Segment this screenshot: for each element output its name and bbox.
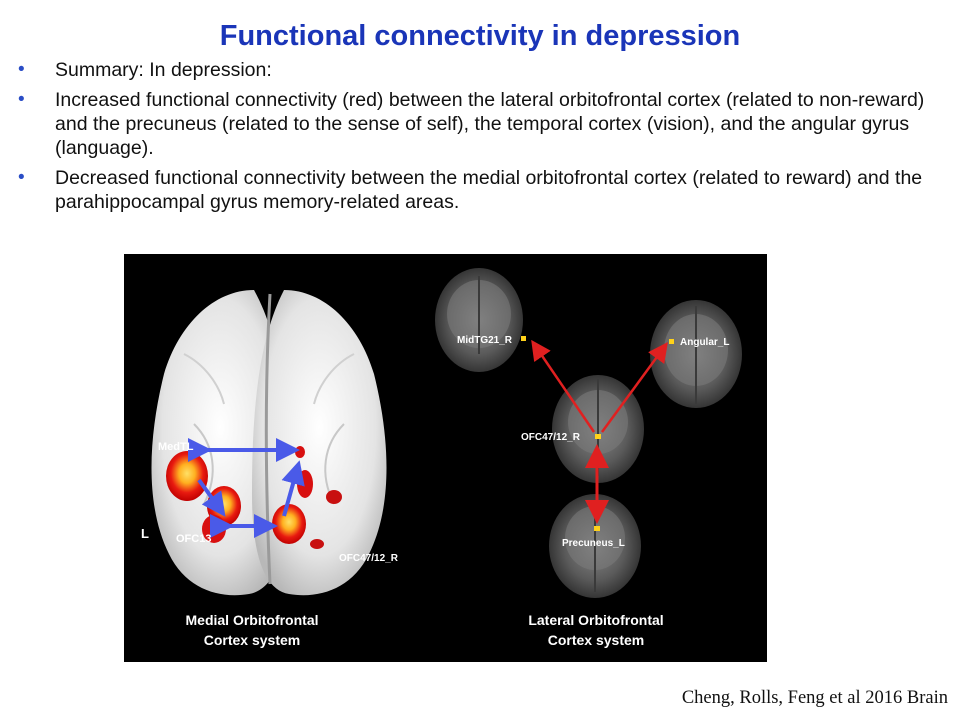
coronal-slice-angular	[650, 300, 742, 408]
label-ofc13: OFC13	[176, 533, 211, 545]
bullet-marker: •	[18, 89, 25, 110]
citation: Cheng, Rolls, Feng et al 2016 Brain	[681, 688, 948, 708]
label-midtg21: MidTG21_R	[457, 335, 513, 346]
connectivity-figure: MedTL OFC13 OFC47/12_R L Medial Orbitofr…	[124, 254, 767, 662]
caption-medial-line1: Medial Orbitofrontal	[186, 612, 319, 628]
bullet-list: • Summary: In depression: • Increased fu…	[18, 58, 938, 220]
coronal-slice-midtg	[435, 268, 526, 372]
bullet-marker: •	[18, 59, 25, 80]
increased-connectivity-arrows	[531, 339, 668, 524]
slide-title: Functional connectivity in depression	[219, 20, 741, 52]
label-angular: Angular_L	[680, 337, 729, 348]
caption-lateral-line2: Cortex system	[548, 632, 645, 648]
label-ofc47-left: OFC47/12_R	[339, 553, 399, 564]
label-left-hemisphere: L	[141, 526, 149, 541]
caption-lateral-line1: Lateral Orbitofrontal	[528, 612, 663, 628]
bullet-text: Decreased functional connectivity betwee…	[55, 167, 923, 213]
decreased-connectivity-arrows	[188, 438, 305, 538]
bullet-text: Increased functional connectivity (red) …	[55, 89, 925, 159]
medial-ofc-panel: MedTL OFC13 OFC47/12_R L Medial Orbitofr…	[141, 290, 399, 648]
label-medtl: MedTL	[158, 441, 194, 453]
coronal-slice-precuneus	[549, 494, 641, 598]
bullet-item: • Summary: In depression:	[18, 58, 938, 82]
lateral-ofc-panel: MidTG21_R Angular_L OFC47/12_R Precuneus…	[435, 268, 742, 648]
bullet-item: • Increased functional connectivity (red…	[18, 88, 938, 160]
figure-svg: MedTL OFC13 OFC47/12_R L Medial Orbitofr…	[141, 268, 742, 648]
label-precuneus: Precuneus_L	[562, 538, 625, 549]
bullet-marker: •	[18, 167, 25, 188]
label-ofc47-right: OFC47/12_R	[521, 432, 581, 443]
bullet-text: Summary: In depression:	[55, 59, 272, 81]
bullet-item: • Decreased functional connectivity betw…	[18, 166, 938, 214]
caption-medial-line2: Cortex system	[204, 632, 301, 648]
